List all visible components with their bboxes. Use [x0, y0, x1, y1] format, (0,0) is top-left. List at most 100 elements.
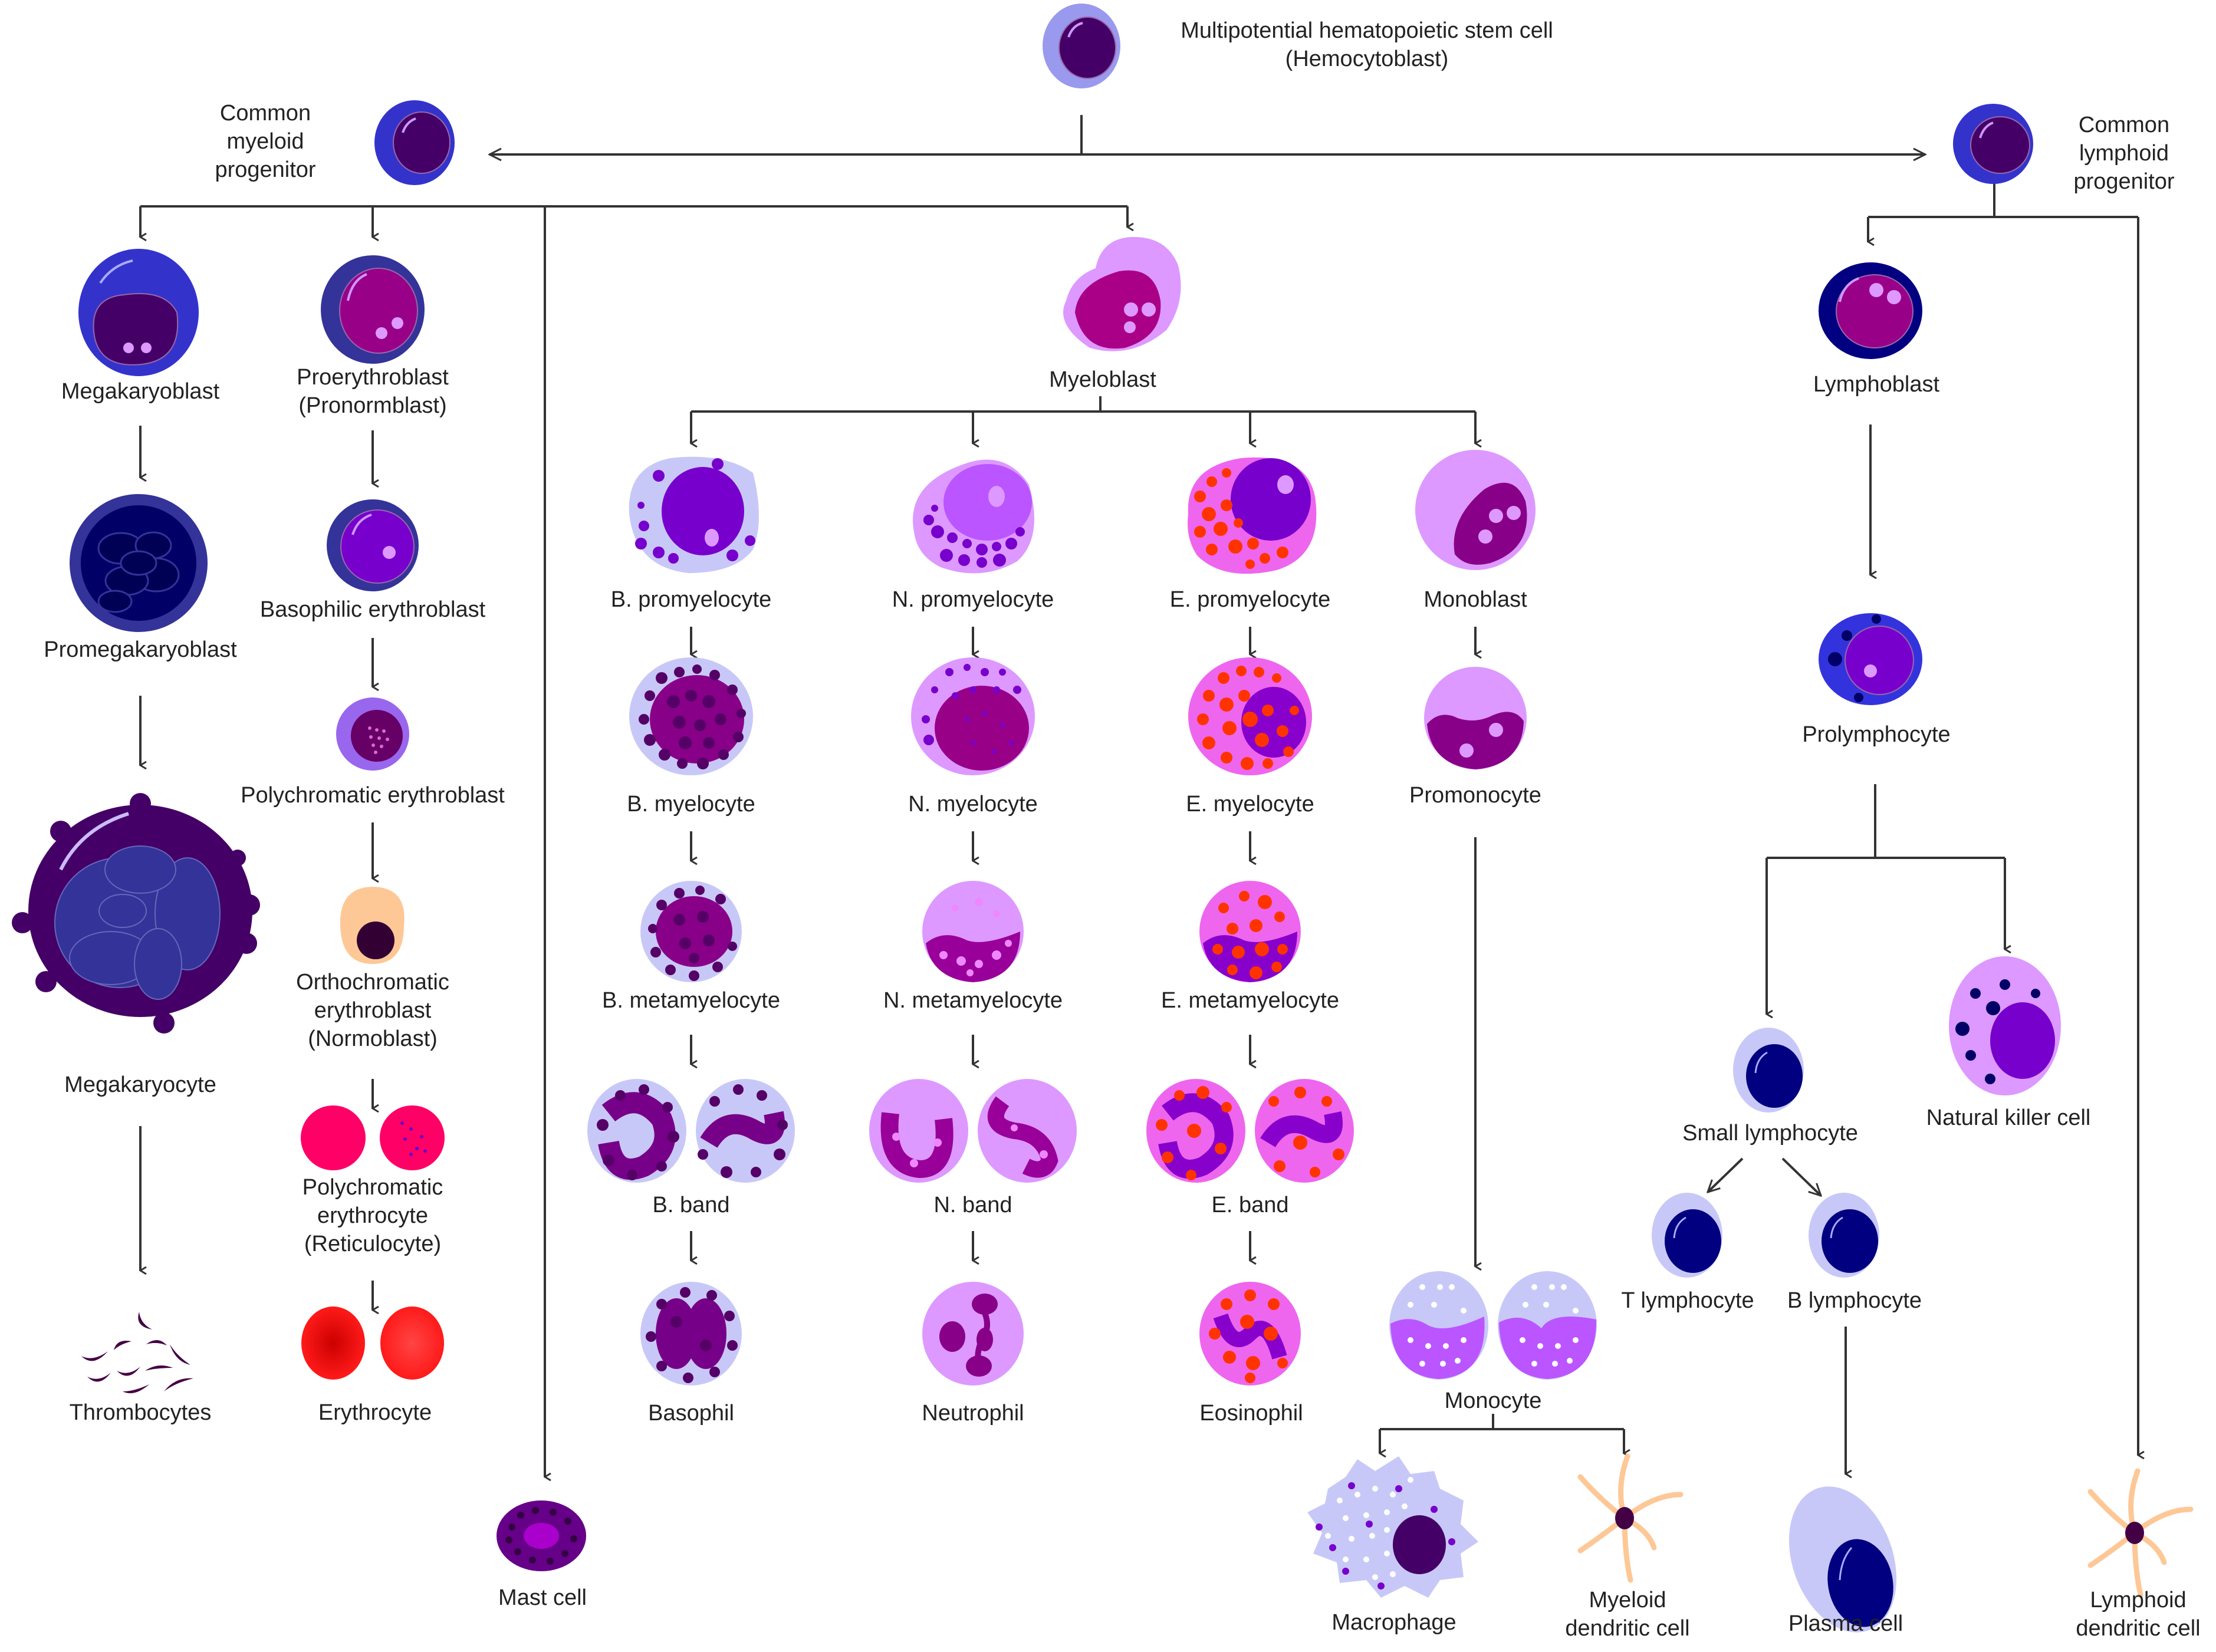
- b-lymphocyte-label: B lymphocyte: [1787, 1288, 1922, 1313]
- lymphoblast-cell-icon: [1817, 261, 1924, 361]
- myeloblast-cell-icon: [1043, 230, 1190, 366]
- label-line: erythroblast: [314, 998, 432, 1023]
- clp-label: Common lymphoid progenitor: [2073, 111, 2174, 196]
- n-band-label: N. band: [933, 1193, 1012, 1217]
- t-lymphocyte-label: T lymphocyte: [1621, 1288, 1754, 1313]
- lymphoid-dendritic-cell-icon: [2076, 1468, 2194, 1598]
- e-metamyelocyte-cell-icon: [1197, 878, 1303, 985]
- myeloblast-label: Myeloblast: [1049, 367, 1156, 392]
- e-metamyelocyte-label: E. metamyelocyte: [1161, 988, 1339, 1013]
- promonocyte-cell-icon: [1422, 665, 1528, 771]
- n-metamyelocyte-label: N. metamyelocyte: [883, 988, 1063, 1013]
- label-line: Polychromatic: [302, 1175, 443, 1200]
- t-lymphocyte-cell-icon: [1651, 1191, 1727, 1279]
- n-myelocyte-label: N. myelocyte: [908, 792, 1038, 817]
- e-band-label: E. band: [1211, 1193, 1289, 1217]
- b-band-cell-icon: [585, 1078, 797, 1184]
- label-line: Orthochromatic: [296, 970, 449, 995]
- plasma-cell-label: Plasma cell: [1788, 1611, 1903, 1636]
- b-band-label: B. band: [652, 1193, 730, 1217]
- orthochromatic-erythroblast-label: Orthochromatic erythroblast (Normoblast): [296, 968, 449, 1053]
- eosinophil-cell-icon: [1197, 1281, 1303, 1387]
- neutrophil-label: Neutrophil: [922, 1401, 1024, 1426]
- erythrocyte-label: Erythrocyte: [318, 1400, 432, 1425]
- monocyte-label: Monocyte: [1444, 1388, 1542, 1413]
- arrow-to-t-lymphocyte: [1708, 1157, 1744, 1192]
- b-promyelocyte-cell-icon: [617, 449, 765, 579]
- monoblast-label: Monoblast: [1423, 587, 1527, 612]
- promegakaryoblast-label: Promegakaryoblast: [44, 637, 237, 662]
- mast-cell-icon: [494, 1498, 588, 1574]
- eosinophil-label: Eosinophil: [1199, 1401, 1303, 1426]
- polychromatic-erythroblast-cell-icon: [334, 696, 411, 772]
- label-line: Common: [2078, 113, 2170, 137]
- small-lymphocyte-cell-icon: [1732, 1026, 1809, 1114]
- myeloid-dendritic-label: Myeloid dendritic cell: [1565, 1586, 1689, 1643]
- promegakaryoblast-cell-icon: [68, 492, 209, 634]
- thrombocytes-icon: [75, 1309, 205, 1397]
- e-band-cell-icon: [1144, 1078, 1356, 1184]
- nk-cell-label: Natural killer cell: [1926, 1105, 2091, 1130]
- label-line: Proerythroblast: [297, 365, 449, 390]
- n-metamyelocyte-cell-icon: [920, 878, 1026, 985]
- label-line: dendritic cell: [2076, 1616, 2201, 1641]
- erythrocyte-cell-icon: [299, 1305, 446, 1381]
- basophil-cell-icon: [638, 1281, 744, 1387]
- proerythroblast-cell-icon: [320, 254, 426, 366]
- prolymphocyte-label: Prolymphocyte: [1802, 722, 1951, 747]
- small-lymphocyte-label: Small lymphocyte: [1682, 1121, 1858, 1146]
- label-line: myeloid: [226, 129, 304, 154]
- b-myelocyte-label: B. myelocyte: [627, 792, 755, 817]
- label-line: (Normoblast): [308, 1026, 438, 1051]
- basophilic-erythroblast-cell-icon: [326, 498, 420, 593]
- prolymphocyte-cell-icon: [1817, 612, 1924, 706]
- e-promyelocyte-label: E. promyelocyte: [1169, 587, 1331, 612]
- e-promyelocyte-cell-icon: [1176, 449, 1324, 579]
- label-line: progenitor: [2073, 169, 2175, 194]
- b-myelocyte-cell-icon: [626, 654, 756, 778]
- lymphoblast-label: Lymphoblast: [1813, 372, 1940, 397]
- proerythroblast-label: Proerythroblast(Pronormblast): [297, 363, 449, 420]
- label-line: Common: [219, 101, 311, 126]
- macrophage-label: Macrophage: [1331, 1610, 1456, 1635]
- e-myelocyte-cell-icon: [1185, 654, 1315, 778]
- polychromatic-erythrocyte-cell-icon: [299, 1103, 446, 1173]
- cmp-label: Common myeloid progenitor: [215, 99, 315, 184]
- monocyte-cell-icon: [1387, 1269, 1599, 1381]
- natural-killer-cell-icon: [1946, 955, 2064, 1097]
- label-line: dendritic cell: [1565, 1616, 1690, 1641]
- label-line: erythrocyte: [317, 1203, 428, 1228]
- label-line: lymphoid: [2079, 141, 2169, 166]
- label-line: (Reticulocyte): [304, 1232, 442, 1256]
- arrow-to-b-lymphocyte: [1781, 1157, 1821, 1196]
- b-metamyelocyte-cell-icon: [638, 878, 744, 985]
- promonocyte-label: Promonocyte: [1409, 783, 1541, 808]
- thrombocytes-label: Thrombocytes: [69, 1400, 212, 1425]
- cmp-cell-icon: [373, 98, 456, 187]
- polychromatic-erythroblast-label: Polychromatic erythroblast: [241, 783, 505, 808]
- hsc-label-sub: (Hemocytoblast): [1285, 47, 1449, 71]
- n-promyelocyte-label: N. promyelocyte: [892, 587, 1054, 612]
- lymphoid-dendritic-label: Lymphoid dendritic cell: [2076, 1586, 2200, 1643]
- plasma-cell-icon: [1787, 1483, 1905, 1642]
- megakaryoblast-label: Megakaryoblast: [61, 379, 220, 404]
- neutrophil-cell-icon: [920, 1281, 1026, 1387]
- b-lymphocyte-cell-icon: [1807, 1191, 1884, 1279]
- n-myelocyte-cell-icon: [908, 654, 1038, 778]
- label-line: Myeloid: [1589, 1588, 1666, 1612]
- megakaryoblast-cell-icon: [77, 248, 200, 377]
- orthochromatic-erythroblast-cell-icon: [334, 884, 411, 967]
- b-metamyelocyte-label: B. metamyelocyte: [602, 988, 780, 1013]
- basophilic-erythroblast-label: Basophilic erythroblast: [259, 597, 486, 622]
- hsc-label-line: Multipotential hematopoietic stem cell: [1181, 18, 1553, 43]
- macrophage-cell-icon: [1304, 1453, 1481, 1601]
- e-myelocyte-label: E. myelocyte: [1186, 792, 1314, 817]
- hsc-label: Multipotential hematopoietic stem cell (H…: [1181, 17, 1553, 73]
- megakaryocyte-cell-icon: [5, 787, 276, 1035]
- label-line: Lymphoid: [2090, 1588, 2187, 1612]
- label-line: progenitor: [215, 157, 316, 182]
- clp-cell-icon: [1952, 103, 2034, 185]
- polychromatic-erythrocyte-label: Polychromatic erythrocyte (Reticulocyte): [303, 1173, 443, 1258]
- n-promyelocyte-cell-icon: [899, 449, 1047, 579]
